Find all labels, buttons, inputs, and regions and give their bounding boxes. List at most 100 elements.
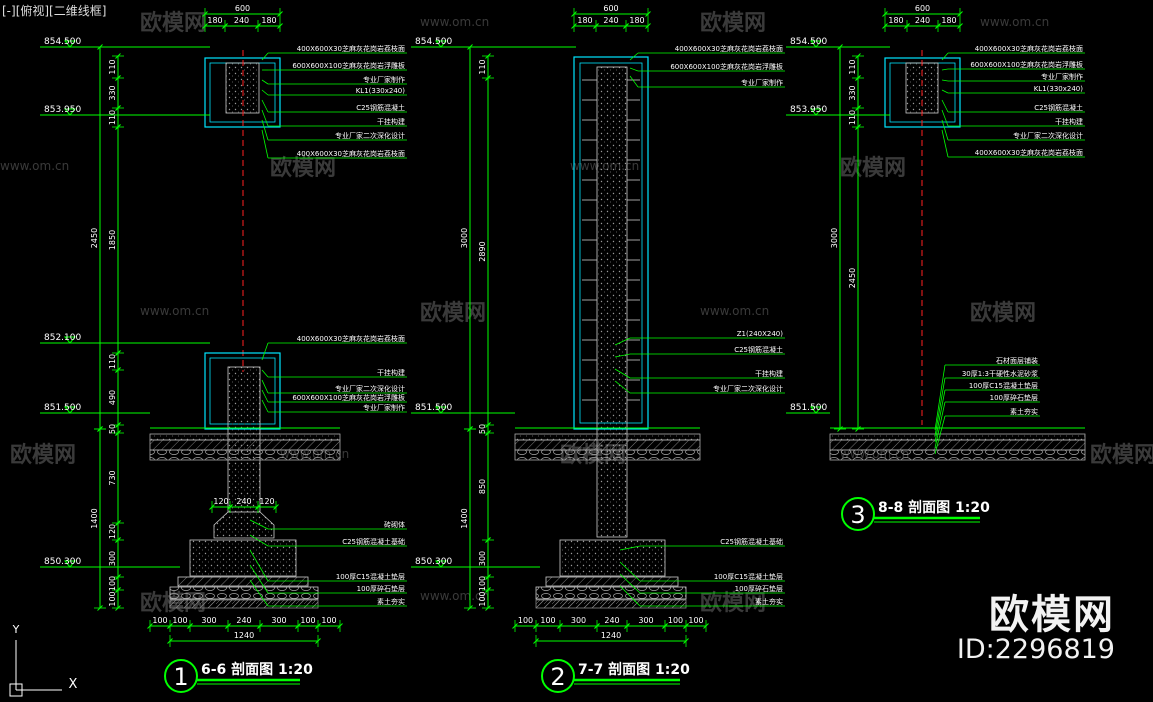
dim-label-horizontal: 100	[321, 616, 336, 625]
elevation-triangle	[63, 560, 77, 568]
footing-soil	[169, 599, 319, 609]
dim-label-vertical: 490	[108, 390, 117, 405]
watermark-brand: 欧模网	[140, 10, 206, 36]
dim-label-horizontal: 100	[668, 616, 683, 625]
footing-soil	[535, 599, 687, 609]
section3-ground-mortar	[829, 433, 1086, 441]
elevation-label: 851.500	[790, 403, 827, 413]
section1-label: 专业厂家二次深化设计	[335, 384, 405, 393]
watermark-brand: 欧模网	[1090, 442, 1153, 468]
section1-label: 专业厂家制作	[363, 75, 405, 84]
elevation-triangle	[809, 108, 823, 116]
elevation-label: 851.500	[415, 403, 452, 413]
elevation-label: 853.950	[44, 105, 81, 115]
leader-line	[934, 389, 946, 443]
leader-line	[261, 109, 269, 127]
footing-concrete	[559, 539, 666, 577]
leader-line	[619, 585, 641, 607]
section3-label: 专业厂家二次深化设计	[1013, 131, 1083, 140]
ucs-origin-box	[9, 683, 23, 697]
section3-label: 专业厂家制作	[1041, 72, 1083, 81]
dim-label-vertical: 300	[478, 551, 487, 566]
dim-label-vertical: 100	[478, 591, 487, 606]
section3-label: 素土夯实	[1010, 407, 1038, 416]
dim-label-vertical: 110	[478, 59, 487, 74]
watermark-brand-large: 欧模网	[989, 592, 1115, 638]
dim-label-horizontal: 240	[236, 616, 251, 625]
elevation-triangle	[63, 406, 77, 414]
section-number-circle	[541, 659, 575, 693]
section3-label: 400X600X30芝麻灰花岗岩荔枝面	[975, 44, 1083, 53]
section-title: 7-7 剖面图 1:20	[578, 661, 690, 678]
elevation-triangle	[63, 108, 77, 116]
viewport-label[interactable]: [-][俯视][二维线框]	[2, 4, 107, 18]
dim-label-vertical: 50	[108, 424, 117, 434]
dim-label-horizontal: 300	[271, 616, 286, 625]
watermark-site: www.om.cn	[420, 15, 489, 29]
section3-label: C25钢筋混凝土	[1034, 103, 1083, 112]
leader-line	[249, 519, 269, 530]
dim-label-horizontal: 180	[629, 16, 644, 25]
section2-label: C25钢筋混凝土	[734, 345, 783, 354]
leader-line	[629, 75, 639, 88]
dim-label-vertical: 110	[108, 110, 117, 125]
section-number-circle	[841, 497, 875, 531]
leader-line	[261, 342, 269, 361]
dim-label-horizontal: 600	[235, 4, 250, 13]
section1-ground-gravel	[149, 449, 341, 461]
leader-line	[941, 129, 949, 158]
leader-line	[261, 389, 269, 403]
elevation-label: 853.950	[790, 105, 827, 115]
dim-label-horizontal: 120	[213, 497, 228, 506]
leader-line	[934, 401, 946, 449]
dim-label-vertical: 1400	[90, 508, 99, 528]
dim-label-horizontal: 100	[300, 616, 315, 625]
footing-pad	[177, 576, 309, 587]
section2-label: C25钢筋混凝土基础	[720, 537, 783, 546]
footing-concrete	[189, 539, 297, 577]
dim-label-horizontal: 240	[604, 616, 619, 625]
leader-line	[941, 99, 949, 113]
dim-label-vertical: 50	[478, 424, 487, 434]
elevation-triangle	[434, 406, 448, 414]
watermark-brand: 欧模网	[700, 10, 766, 36]
section2-label: 400X600X30芝麻灰花岗岩荔枝面	[675, 44, 783, 53]
leader-line	[261, 99, 269, 113]
leader-line	[261, 119, 269, 141]
dim-label-vertical: 2450	[90, 228, 99, 248]
pier-step	[213, 511, 275, 539]
dim-label-vertical: 2890	[478, 241, 487, 261]
watermark-brand: 欧模网	[270, 155, 336, 181]
leader-line	[614, 380, 631, 394]
leader-line	[249, 534, 269, 547]
leader-line	[629, 52, 639, 61]
dim-label-vertical: 1400	[460, 508, 469, 528]
dim-label-vertical: 1850	[108, 230, 117, 250]
leader-line	[619, 545, 641, 551]
dim-label-horizontal: 100	[152, 616, 167, 625]
watermark-site: www.om.cn	[140, 304, 209, 318]
watermark-brand: 欧模网	[840, 155, 906, 181]
leader-line	[261, 379, 269, 394]
ucs-y-label: Y	[12, 623, 20, 636]
dim-label-vertical: 110	[108, 59, 117, 74]
section3-ground-concrete	[829, 439, 1086, 451]
dim-label-horizontal: 180	[577, 16, 592, 25]
cladding-outline	[884, 57, 961, 128]
section-title: 8-8 剖面图 1:20	[878, 499, 990, 516]
dim-label-horizontal: 1240	[234, 631, 254, 640]
dim-label-vertical: 100	[478, 576, 487, 591]
section2-label: 干挂构建	[755, 369, 783, 378]
section1-ground-mortar	[149, 433, 341, 441]
elevation-label: 854.500	[415, 37, 452, 47]
section2-label: 素土夯实	[755, 597, 783, 606]
dim-label-horizontal: 300	[201, 616, 216, 625]
section3-label: 600X600X100芝麻灰花岗岩浮雕板	[970, 60, 1083, 69]
dim-label-horizontal: 240	[603, 16, 618, 25]
section2-label: Z1(240X240)	[737, 330, 783, 338]
elevation-triangle	[434, 40, 448, 48]
leader-line	[614, 368, 631, 379]
watermark-site: www.om.cn	[420, 589, 489, 603]
leader-line	[261, 79, 269, 85]
